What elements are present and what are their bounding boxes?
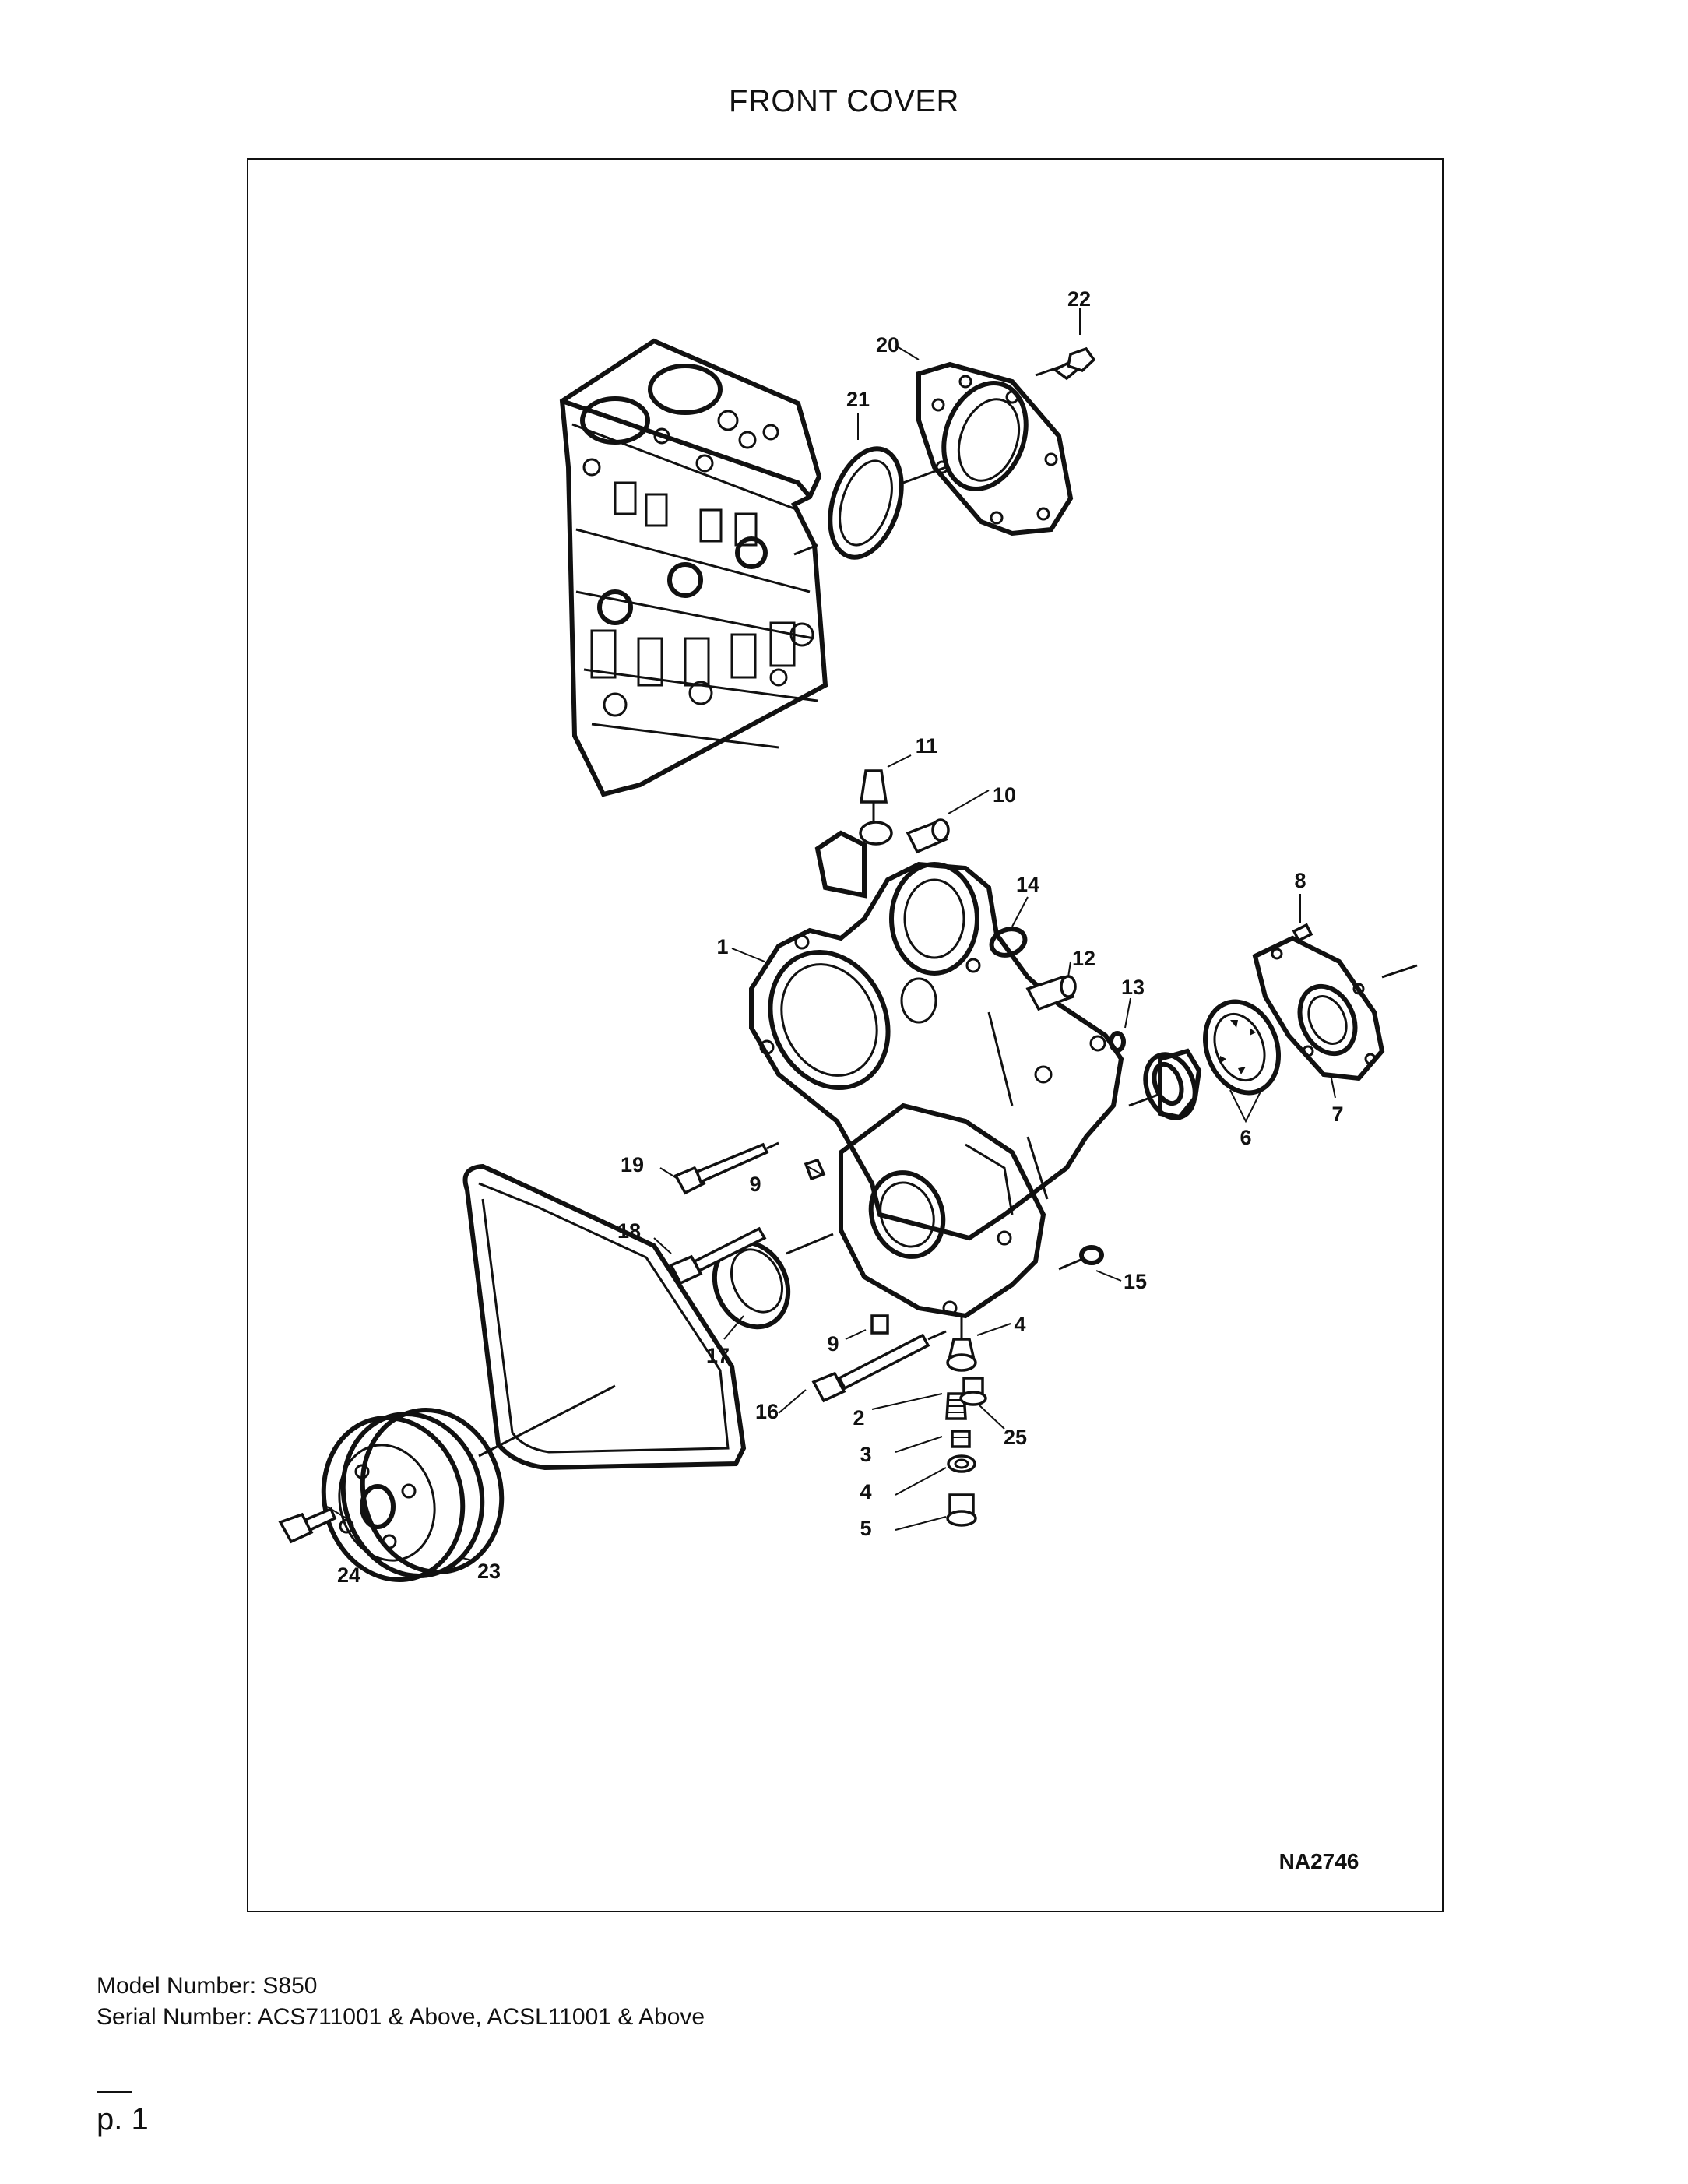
callout-14: 14 bbox=[1016, 873, 1039, 896]
callout-4-right: 4 bbox=[1014, 1313, 1025, 1336]
callout-5: 5 bbox=[860, 1517, 871, 1540]
callout-3: 3 bbox=[860, 1443, 871, 1466]
callout-2: 2 bbox=[853, 1406, 864, 1430]
page-number: p. 1 bbox=[97, 2102, 149, 2137]
callout-17: 17 bbox=[706, 1344, 730, 1367]
callout-6: 6 bbox=[1240, 1126, 1251, 1149]
callout-15: 15 bbox=[1124, 1270, 1147, 1293]
callout-leader-lines bbox=[459, 754, 1131, 1562]
seal-housing-assembly bbox=[793, 308, 1096, 560]
engine-block-illustration bbox=[559, 338, 828, 797]
drive-belt-illustration bbox=[462, 1163, 747, 1471]
page-number-rule bbox=[97, 2091, 132, 2093]
callout-11: 11 bbox=[916, 734, 938, 758]
relief-valve-stack bbox=[945, 1316, 987, 1527]
callout-4-left: 4 bbox=[860, 1480, 871, 1503]
callout-7: 7 bbox=[1331, 1103, 1343, 1126]
callout-19: 19 bbox=[621, 1153, 644, 1176]
callout-24: 24 bbox=[337, 1563, 360, 1587]
footer-info: Model Number: S850 Serial Number: ACS711… bbox=[97, 1971, 705, 2033]
oil-pump-assembly bbox=[1128, 894, 1418, 1124]
callout-labels: 22 20 21 11 10 8 14 1 12 13 7 6 19 9 18 … bbox=[337, 287, 1344, 1587]
page-title: FRONT COVER bbox=[729, 84, 959, 118]
model-number-line: Model Number: S850 bbox=[97, 1973, 318, 1999]
callout-16: 16 bbox=[755, 1400, 779, 1423]
callout-22: 22 bbox=[1067, 287, 1091, 311]
crank-pulley-illustration bbox=[278, 1408, 505, 1582]
diagram-reference-code: NA2746 bbox=[1279, 1849, 1359, 1873]
callout-23: 23 bbox=[477, 1560, 501, 1583]
fasteners-and-seals bbox=[669, 1141, 1104, 1403]
callout-21: 21 bbox=[846, 388, 870, 411]
callout-8: 8 bbox=[1294, 869, 1306, 892]
callout-1: 1 bbox=[716, 935, 728, 958]
front-cover-illustration bbox=[749, 769, 1126, 1319]
callout-13: 13 bbox=[1121, 976, 1145, 999]
callout-25: 25 bbox=[1004, 1426, 1027, 1449]
diagram-frame bbox=[247, 158, 1444, 1912]
callout-9-upper: 9 bbox=[749, 1173, 761, 1196]
serial-number-line: Serial Number: ACS711001 & Above, ACSL11… bbox=[97, 2004, 705, 2030]
callout-18: 18 bbox=[617, 1219, 641, 1243]
callout-10: 10 bbox=[993, 783, 1016, 807]
callout-9-lower: 9 bbox=[827, 1332, 839, 1356]
callout-12: 12 bbox=[1072, 947, 1095, 970]
callout-20: 20 bbox=[876, 333, 899, 357]
